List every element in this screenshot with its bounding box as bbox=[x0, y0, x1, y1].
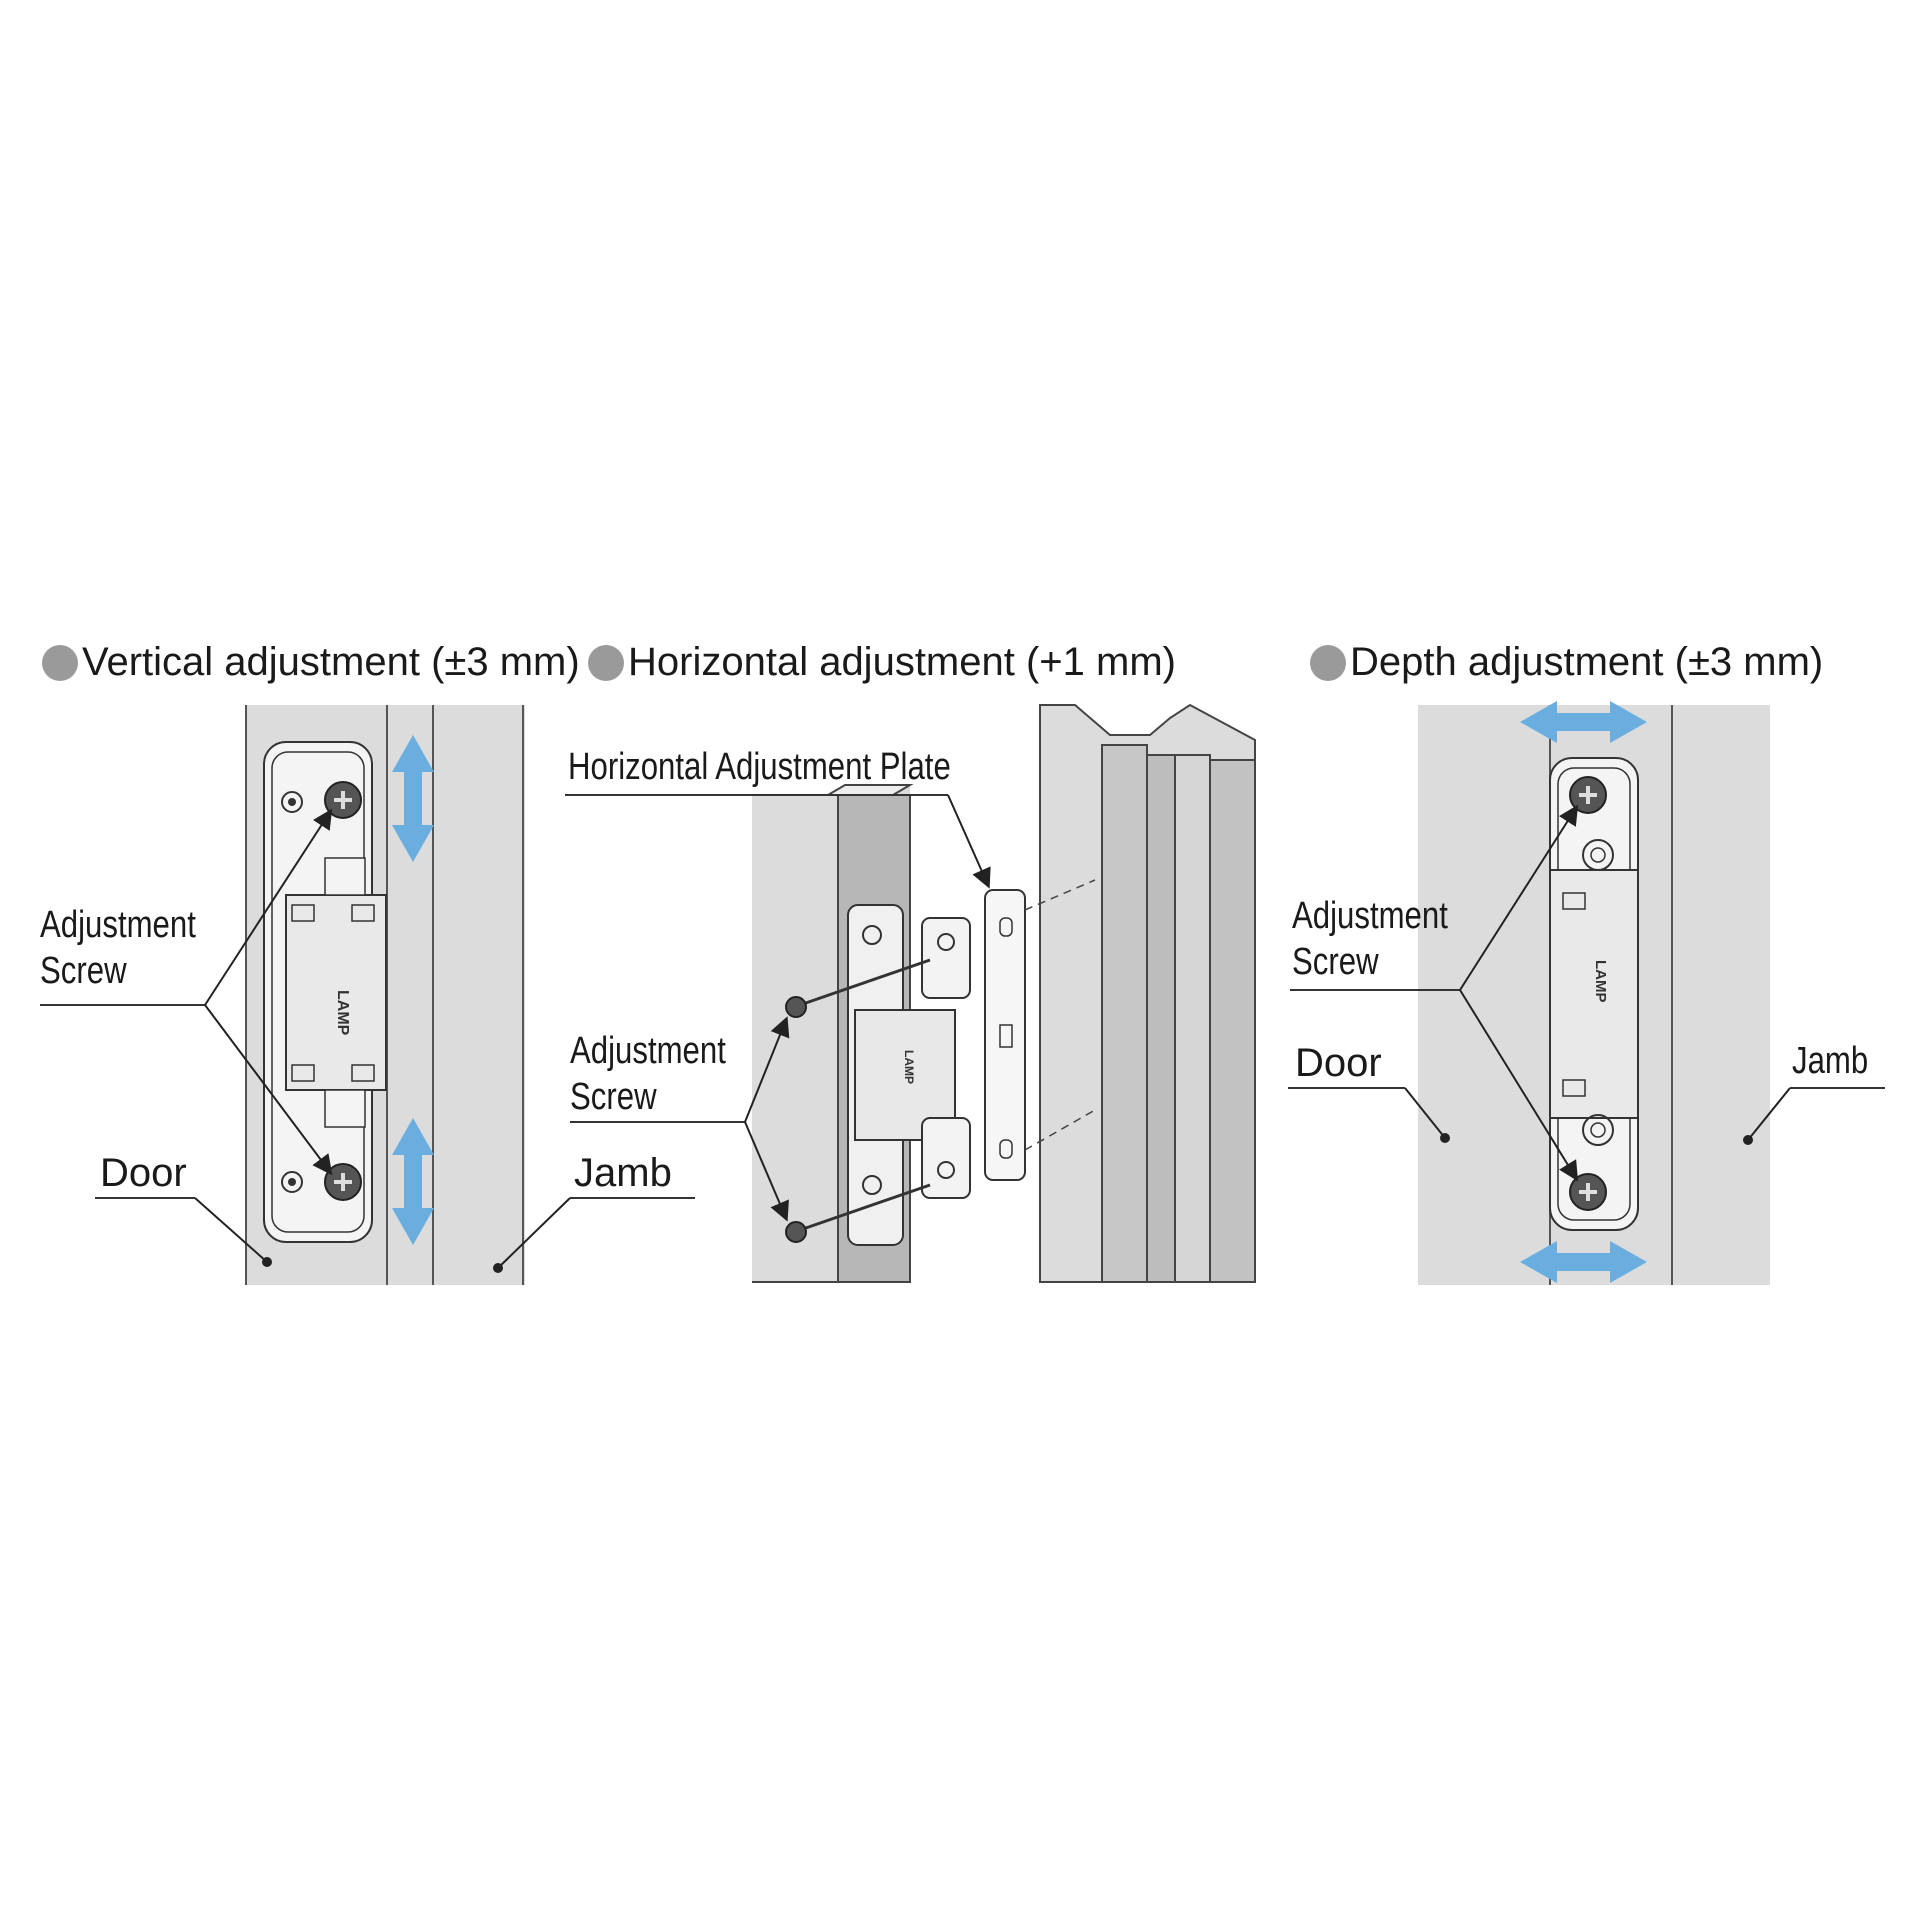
depth-panel-figure: LAMP bbox=[1288, 701, 1885, 1285]
brand-mark: LAMP bbox=[334, 990, 351, 1036]
bullet-icon bbox=[588, 644, 624, 681]
bullet-icon bbox=[1310, 644, 1346, 681]
horizontal-adjustment-plate bbox=[984, 889, 1026, 1181]
adjustment-screw-label: Adjustment Screw bbox=[40, 902, 196, 994]
adjustment-screw-label-2: Adjustment Screw bbox=[570, 1028, 726, 1120]
depth-arrow-top-icon bbox=[1520, 701, 1647, 743]
heading-text: Horizontal adjustment (+1 mm) bbox=[628, 640, 1176, 684]
depth-arrow-bottom-icon bbox=[1520, 1241, 1647, 1283]
heading-text: Depth adjustment (±3 mm) bbox=[1350, 640, 1824, 684]
door-label-3: Door bbox=[1295, 1041, 1382, 1085]
label-line: Screw bbox=[1292, 941, 1379, 983]
jamb-label-3: Jamb bbox=[1792, 1040, 1869, 1082]
adjustment-screw-top-icon-3 bbox=[1569, 776, 1607, 814]
vertical-arrow-top-icon bbox=[392, 735, 434, 862]
adjustment-screw-bottom-icon bbox=[324, 1163, 362, 1201]
brand-mark-2: LAMP bbox=[902, 1050, 916, 1084]
heading-text: Vertical adjustment (±3 mm) bbox=[82, 640, 580, 684]
label-line: Adjustment bbox=[570, 1030, 726, 1072]
brand-mark-3: LAMP bbox=[1592, 960, 1609, 1003]
adjustment-screw-bottom-icon-3 bbox=[1569, 1173, 1607, 1211]
label-line: Adjustment bbox=[40, 904, 196, 946]
bullet-icon bbox=[42, 644, 78, 681]
heading-depth-adjustment: Depth adjustment (±3 mm) bbox=[1310, 640, 1823, 685]
label-line: Screw bbox=[40, 950, 127, 992]
adjustment-screw-bottom-icon-2 bbox=[785, 1183, 931, 1243]
label-line: Screw bbox=[570, 1076, 657, 1118]
hinge-body bbox=[285, 894, 387, 1091]
horizontal-panel-figure: LAMP bbox=[565, 703, 1256, 1283]
adjustment-screw-label-3: Adjustment Screw bbox=[1292, 893, 1448, 985]
door-label: Door bbox=[100, 1151, 187, 1195]
heading-vertical-adjustment: Vertical adjustment (±3 mm) bbox=[42, 640, 580, 685]
adjustment-screw-top-icon bbox=[324, 781, 362, 819]
adjustment-screw-top-icon-2 bbox=[785, 958, 931, 1018]
label-line: Adjustment bbox=[1292, 895, 1448, 937]
jamb-label: Jamb bbox=[574, 1151, 672, 1195]
vertical-arrow-bottom-icon bbox=[392, 1118, 434, 1245]
heading-horizontal-adjustment: Horizontal adjustment (+1 mm) bbox=[588, 640, 1176, 685]
vertical-panel-figure: LAMP bbox=[40, 705, 695, 1285]
horizontal-adjustment-plate-label: Horizontal Adjustment Plate bbox=[568, 746, 951, 788]
